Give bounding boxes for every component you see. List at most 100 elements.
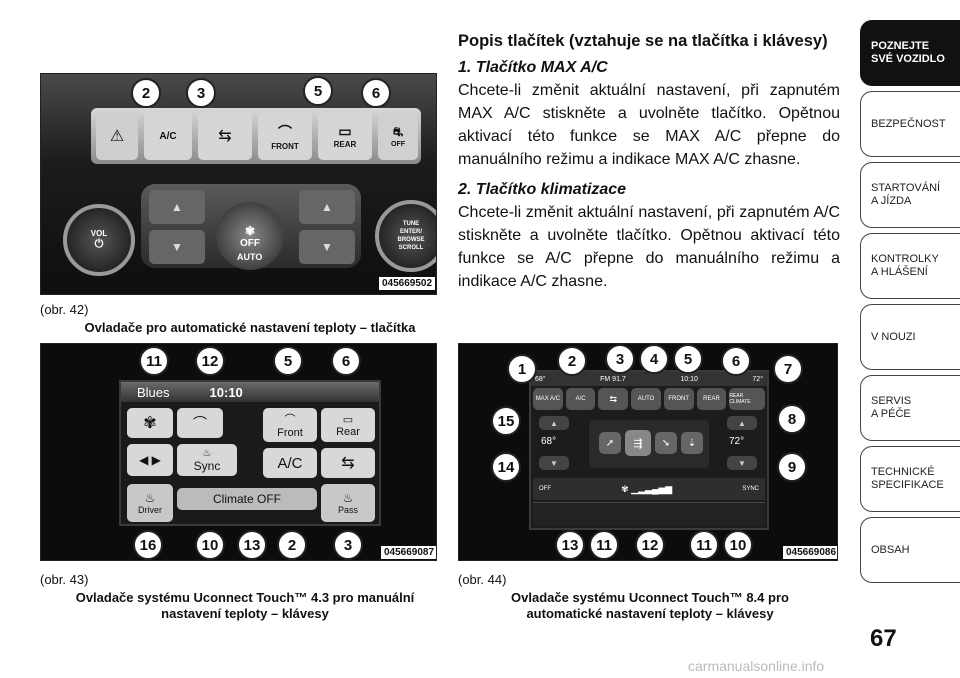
traction-off-button[interactable]: ⛐ OFF xyxy=(378,112,418,160)
subsection-body: Chcete-li změnit aktuální nastavení, při… xyxy=(458,204,840,290)
callout-badge: 6 xyxy=(331,346,361,376)
recirculation-icon: ⇆ xyxy=(609,393,618,404)
recirculation-button[interactable]: ⇆ xyxy=(598,388,629,410)
app-dock xyxy=(533,502,765,526)
front-defrost-button[interactable]: ⌒ FRONT xyxy=(258,112,312,160)
ac-button[interactable]: A/C xyxy=(144,112,192,160)
sync-label: Sync xyxy=(193,458,221,473)
callout-badge: 3 xyxy=(605,344,635,374)
callout-badge: 15 xyxy=(491,406,521,436)
off-label: OFF xyxy=(539,486,551,492)
callout-badge: 12 xyxy=(635,530,665,560)
status-bar: 68° FM 91.7 10:10 72° xyxy=(531,372,767,386)
recirculation-button[interactable]: ⇆ xyxy=(198,112,252,160)
ac-button[interactable]: A/C xyxy=(565,388,596,410)
floor-icon: ➘ xyxy=(661,437,671,449)
temp-right-top: 72° xyxy=(752,375,763,383)
driver-seat-heat-button[interactable]: ♨ Driver xyxy=(127,484,173,522)
fan-off-knob[interactable]: ✾ OFF xyxy=(216,202,284,270)
front-defrost-button[interactable]: FRONT xyxy=(663,388,694,410)
max-ac-button[interactable]: MAX A/C xyxy=(533,388,563,410)
volume-knob[interactable]: VOL ⏻ xyxy=(63,204,135,276)
temp-up-right[interactable]: ▲ xyxy=(299,190,355,224)
auto-label: AUTO xyxy=(637,396,655,402)
callout-badge: 8 xyxy=(777,404,807,434)
mode-floor-button[interactable]: ➘ xyxy=(655,432,677,454)
text-column: Popis tlačítek (vztahuje se na tlačítka … xyxy=(458,32,840,303)
clock-label: 10:10 xyxy=(680,375,698,383)
auto-button[interactable]: AUTO xyxy=(631,388,661,410)
tab-technicke[interactable]: TECHNICKÉ SPECIFIKACE xyxy=(860,446,960,512)
figure-42-label: (obr. 42) xyxy=(40,302,89,317)
section-heading: Popis tlačítek (vztahuje se na tlačítka … xyxy=(458,32,828,50)
tab-v-nouzi[interactable]: V NOUZI xyxy=(860,304,960,370)
callout-badge: 11 xyxy=(689,530,719,560)
off-small-label: OFF xyxy=(391,140,405,148)
tab-kontrolky[interactable]: KONTROLKY A HLÁŠENÍ xyxy=(860,233,960,299)
climate-off-button[interactable]: Climate OFF xyxy=(177,488,317,510)
mode-bilevel-button[interactable]: ⇶ xyxy=(625,430,651,456)
figure-code: 045669502 xyxy=(379,277,436,290)
callout-badge: 1 xyxy=(507,354,537,384)
recirculation-button[interactable]: ⇆ xyxy=(321,448,375,478)
watermark: carmanualsonline.info xyxy=(688,658,825,674)
temp-up-right[interactable]: ▲ xyxy=(727,416,757,430)
pass-seat-heat-button[interactable]: ♨ Pass xyxy=(321,484,375,522)
sync-label: SYNC xyxy=(742,486,759,492)
fan-button[interactable]: ✾ xyxy=(127,408,173,438)
callout-badge: 4 xyxy=(639,344,669,374)
temp-down-left[interactable]: ▼ xyxy=(539,456,569,470)
tab-startovani[interactable]: STARTOVÁNÍ A JÍZDA xyxy=(860,162,960,228)
tab-poznejte[interactable]: POZNEJTE SVÉ VOZIDLO xyxy=(860,20,960,86)
temp-up-left[interactable]: ▲ xyxy=(149,190,205,224)
callout-badge: 6 xyxy=(361,78,391,108)
rear-defrost-button[interactable]: ▭ Rear xyxy=(321,408,375,442)
clock-label: 10:10 xyxy=(209,384,243,400)
rear-defrost-button[interactable]: REAR xyxy=(696,388,727,410)
tune-label: TUNE xyxy=(402,221,420,227)
front-defrost-button[interactable]: ⌒ Front xyxy=(263,408,317,442)
figure-43-photo: Blues 10:10 ✾ ⌒ ⌒ Front ▭ Rear ◀ ▶ ♨ Syn… xyxy=(40,343,437,561)
temp-slider-left[interactable]: ◀ ▶ xyxy=(127,444,173,476)
temp-down-right[interactable]: ▼ xyxy=(299,230,355,264)
max-ac-label: MAX A/C xyxy=(535,396,561,402)
mode-mix-button[interactable]: ⇣ xyxy=(681,432,703,454)
temp-down-left[interactable]: ▼ xyxy=(149,230,205,264)
hazard-button[interactable]: ⚠ xyxy=(96,112,138,160)
rear-climate-button[interactable]: REAR CLIMATE xyxy=(729,388,765,410)
tune-knob[interactable]: TUNE ENTER/ BROWSE SCROLL xyxy=(375,200,436,272)
callout-badge: 5 xyxy=(303,76,333,106)
tab-bezpecnost[interactable]: BEZPEČNOST xyxy=(860,91,960,157)
mode-panel-button[interactable]: ➚ xyxy=(599,432,621,454)
rear-defrost-button[interactable]: ▭ REAR xyxy=(318,112,372,160)
ac-label: A/C xyxy=(159,130,177,142)
callout-badge: 6 xyxy=(721,346,751,376)
temp-up-left[interactable]: ▲ xyxy=(539,416,569,430)
station-label: Blues xyxy=(137,384,170,400)
chapter-tabs: POZNEJTE SVÉ VOZIDLO BEZPEČNOST STARTOVÁ… xyxy=(860,20,960,588)
rear-defrost-icon: ▭ xyxy=(338,123,352,139)
callout-badge: 10 xyxy=(195,530,225,560)
bilevel-icon: ⇶ xyxy=(633,437,643,450)
rear-label: REAR xyxy=(703,396,720,402)
callout-badge: 3 xyxy=(186,78,216,108)
max-defrost-button[interactable]: ⌒ xyxy=(177,408,223,438)
tab-obsah[interactable]: OBSAH xyxy=(860,517,960,583)
subsection-title: 2. Tlačítko klimatizace xyxy=(458,181,627,198)
bottom-climate-row: OFF ✾ ▁▂▃▄▅▆ SYNC xyxy=(533,478,765,500)
rear-climate-label: REAR CLIMATE xyxy=(729,393,751,405)
tab-servis[interactable]: SERVIS A PÉČE xyxy=(860,375,960,441)
callout-badge: 10 xyxy=(723,530,753,560)
status-bar: Blues 10:10 xyxy=(121,382,379,402)
recirculation-icon: ⇆ xyxy=(341,455,355,472)
ac-button[interactable]: A/C xyxy=(263,448,317,478)
page-number: 67 xyxy=(870,625,897,652)
panel-vent-icon: ➚ xyxy=(605,437,615,449)
ac-label: A/C xyxy=(277,454,303,472)
callout-badge: 5 xyxy=(673,344,703,374)
sync-button[interactable]: ♨ Sync xyxy=(177,444,237,476)
callout-badge: 7 xyxy=(773,354,803,384)
mix-icon: ⇣ xyxy=(687,437,697,449)
callout-badge: 3 xyxy=(333,530,363,560)
temp-down-right[interactable]: ▼ xyxy=(727,456,757,470)
